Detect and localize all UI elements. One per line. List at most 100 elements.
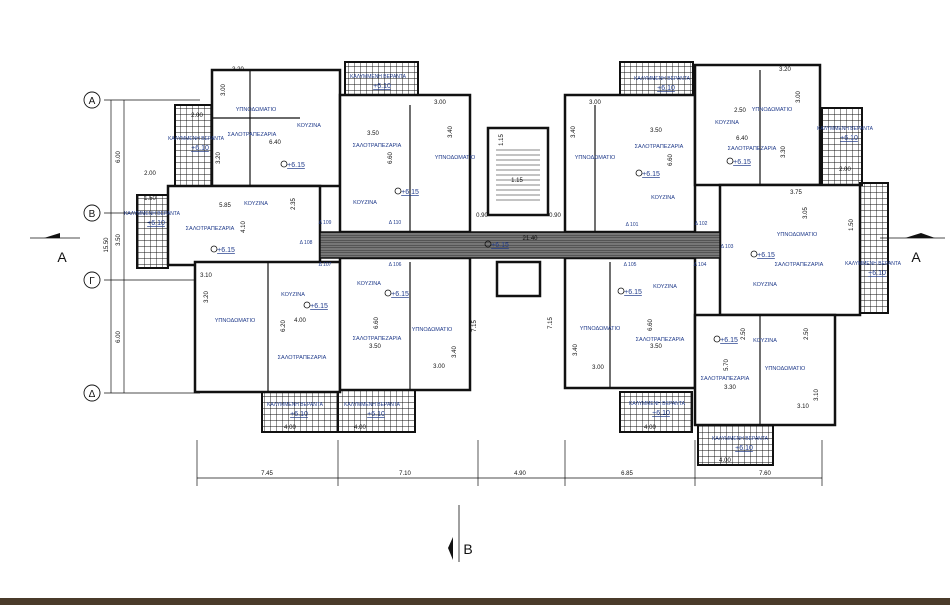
room-dimension: 1.50 [849, 219, 855, 231]
balcony [697, 424, 774, 466]
balcony [344, 61, 419, 101]
level-marker-icon [384, 289, 392, 297]
balcony [136, 194, 169, 269]
door-tag: Δ 109 [319, 220, 332, 226]
balcony-label: ΚΑΛΥΜΜΕΝΗ ΒΕΡΑΝΤΑ [712, 436, 769, 442]
room-dimension: 2.35 [291, 198, 297, 210]
room-label: ΚΟΥΖΙΝΑ [753, 338, 777, 344]
room-dimension: 3.50 [650, 128, 662, 134]
room-label: ΥΠΝΟΔΩΜΑΤΙΟ [580, 326, 621, 332]
corridor-length: 21.40 [522, 236, 538, 242]
room-dimension: 4.00 [644, 425, 656, 431]
room-dimension: 3.00 [434, 100, 446, 106]
balcony-label: ΚΑΛΥΜΜΕΝΗ ΒΕΡΑΝΤΑ [168, 136, 225, 142]
balcony-elevation: +6.10 [735, 445, 753, 452]
room-elevation: +6.15 [624, 289, 642, 296]
level-marker-icon [635, 169, 643, 177]
dimension-label: 6.85 [621, 471, 633, 477]
room-label: ΥΠΝΟΔΩΜΑΤΙΟ [236, 107, 277, 113]
room-label: ΣΑΛΟΤΡΑΠΕΖΑΡΙΑ [635, 144, 684, 150]
apartment-walls [486, 126, 550, 217]
room-dimension: 1.15 [499, 134, 505, 146]
balcony [337, 389, 416, 433]
room-dimension: 3.50 [367, 131, 379, 137]
room-label: ΚΟΥΖΙΝΑ [651, 195, 675, 201]
room-dimension: 3.20 [779, 67, 791, 73]
room-elevation: +6.15 [757, 252, 775, 259]
apartment-walls [563, 256, 697, 390]
room-dimension: 3.50 [650, 344, 662, 350]
room-label: ΣΑΛΟΤΡΑΠΕΖΑΡΙΑ [728, 146, 777, 152]
room-label: ΚΟΥΖΙΝΑ [281, 292, 305, 298]
room-dimension: 2.50 [741, 328, 747, 340]
dimension-label: 7.10 [399, 471, 411, 477]
balcony [859, 182, 889, 314]
apartment-walls [338, 256, 472, 392]
room-dimension: 2.00 [191, 113, 203, 119]
room-label: ΥΠΝΟΔΩΜΑΤΙΟ [777, 232, 818, 238]
room-label: ΣΑΛΟΤΡΑΠΕΖΑΡΙΑ [353, 143, 402, 149]
room-label: ΣΑΛΟΤΡΑΠΕΖΑΡΙΑ [186, 226, 235, 232]
room-dimension: 4.00 [294, 318, 306, 324]
level-marker-icon [394, 187, 402, 195]
room-dimension: 3.20 [204, 291, 210, 303]
room-label: ΥΠΝΟΔΩΜΑΤΙΟ [752, 107, 793, 113]
balcony-elevation: +6.10 [868, 270, 886, 277]
level-marker-icon [303, 301, 311, 309]
room-dimension: 3.40 [448, 126, 454, 138]
footer-bar [0, 598, 950, 605]
room-label: ΚΟΥΖΙΝΑ [753, 282, 777, 288]
balcony-label: ΚΑΛΥΜΜΕΝΗ ΒΕΡΑΝΤΑ [124, 211, 181, 217]
room-dimension: 3.50 [369, 344, 381, 350]
room-dimension: 4.00 [354, 425, 366, 431]
balcony-elevation: +6.10 [652, 410, 670, 417]
balcony-elevation: +6.10 [147, 220, 165, 227]
room-dimension: 5.70 [724, 359, 730, 371]
grid-axis-label: Γ [89, 276, 95, 287]
room-dimension: 3.40 [452, 346, 458, 358]
balcony-label: ΚΑΛΥΜΜΕΝΗ ΒΕΡΑΝΤΑ [629, 401, 686, 407]
level-marker-icon [750, 250, 758, 258]
balcony-elevation: +6.10 [290, 411, 308, 418]
room-dimension: 6.60 [388, 152, 394, 164]
corridor [319, 231, 721, 259]
room-dimension: 3.10 [814, 389, 820, 401]
room-dimension: 2.00 [144, 171, 156, 177]
room-label: ΥΠΝΟΔΩΜΑΤΙΟ [435, 155, 476, 161]
room-label: ΣΑΛΟΤΡΑΠΕΖΑΡΙΑ [636, 337, 685, 343]
room-label: ΣΑΛΟΤΡΑΠΕΖΑΡΙΑ [228, 132, 277, 138]
room-dimension: 6.60 [668, 154, 674, 166]
room-label: ΣΑΛΟΤΡΑΠΕΖΑΡΙΑ [353, 336, 402, 342]
room-elevation: +6.15 [720, 337, 738, 344]
door-tag: Δ 101 [626, 222, 639, 228]
room-label: ΚΟΥΖΙΝΑ [353, 200, 377, 206]
room-dimension: 7.15 [548, 317, 554, 329]
section-mark-right: A [911, 249, 921, 265]
room-elevation: +6.15 [310, 303, 328, 310]
room-label: ΥΠΝΟΔΩΜΑΤΙΟ [215, 318, 256, 324]
dimension-total: 15.50 [104, 237, 110, 253]
room-elevation: +6.15 [491, 242, 509, 249]
room-dimension: 3.00 [221, 84, 227, 96]
balcony-elevation: +6.10 [373, 83, 391, 90]
room-dimension: 2.50 [734, 108, 746, 114]
level-marker-icon [484, 240, 492, 248]
dimension-label: 6.00 [116, 331, 122, 343]
room-label: ΥΠΝΟΔΩΜΑΤΙΟ [765, 366, 806, 372]
balcony [821, 107, 863, 186]
balcony-elevation: +6.10 [657, 85, 675, 92]
room-dimension: 7.15 [472, 320, 478, 332]
balcony-label: ΚΑΛΥΜΜΕΝΗ ΒΕΡΑΝΤΑ [817, 126, 874, 132]
balcony-label: ΚΑΛΥΜΜΕΝΗ ΒΕΡΑΝΤΑ [845, 261, 902, 267]
section-arrow-icon [448, 537, 453, 560]
room-dimension: 1.15 [511, 178, 523, 184]
dimension-label: 4.90 [514, 471, 526, 477]
room-elevation: +6.15 [401, 189, 419, 196]
balcony [261, 389, 339, 433]
room-dimension: 1.50 [144, 196, 156, 202]
apartment-walls [693, 313, 837, 427]
section-mark-left: A [57, 249, 67, 265]
level-marker-icon [726, 157, 734, 165]
room-dimension: 5.85 [219, 203, 231, 209]
room-dimension: 4.10 [241, 221, 247, 233]
